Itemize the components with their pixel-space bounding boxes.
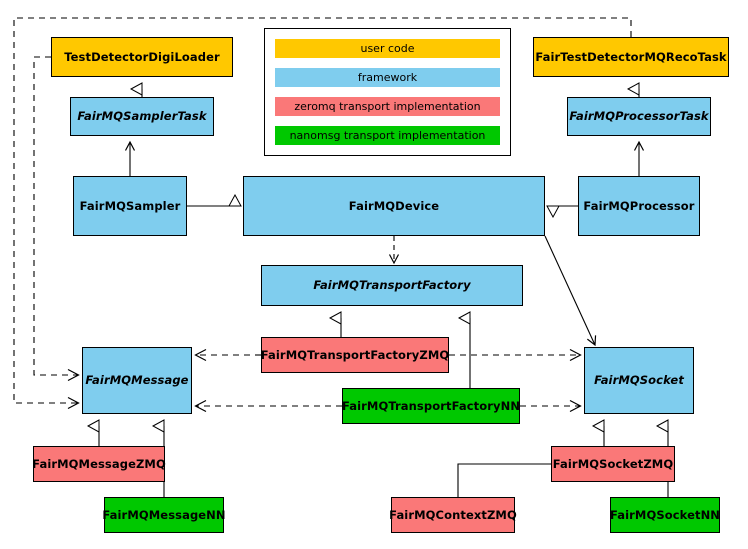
legend-item-zeromq: zeromq transport implementation (275, 97, 500, 116)
class-box-fairmqsamplertask[interactable]: FairMQSamplerTask (70, 97, 214, 136)
legend-item-nanomsg: nanomsg transport implementation (275, 126, 500, 145)
class-label-fairmqmessagenn: FairMQMessageNN (102, 507, 226, 522)
legend-label-nanomsg: nanomsg transport implementation (289, 129, 486, 142)
class-box-fairmqmessagenn[interactable]: FairMQMessageNN (102, 497, 226, 533)
class-label-fairmqsocket: FairMQSocket (594, 373, 684, 388)
class-box-fairmqdevice[interactable]: FairMQDevice (243, 176, 545, 236)
class-box-fairmqprocessortask[interactable]: FairMQProcessorTask (567, 97, 711, 136)
class-box-fairmqmessage[interactable]: FairMQMessage (82, 347, 192, 414)
class-box-fairmqtransportfactoryzmq[interactable]: FairMQTransportFactoryZMQ (261, 337, 449, 373)
legend-panel: user code framework zeromq transport imp… (264, 28, 511, 156)
class-label-fairmqmessagezmq: FairMQMessageZMQ (32, 456, 166, 471)
class-box-fairmqsocketzmq[interactable]: FairMQSocketZMQ (551, 446, 675, 482)
class-label-fairmqsampler: FairMQSampler (79, 198, 181, 213)
class-box-testdetectordigiloader[interactable]: TestDetectorDigiLoader (51, 37, 233, 77)
class-label-testdetectordigiloader: TestDetectorDigiLoader (64, 49, 220, 64)
class-box-fairtestdetectormqrecotask[interactable]: FairTestDetectorMQRecoTask (533, 37, 729, 77)
class-box-fairmqtransportfactorynn[interactable]: FairMQTransportFactoryNN (342, 388, 520, 424)
edge-device-uses-socket (544, 235, 597, 347)
class-box-fairmqcontextzmq[interactable]: FairMQContextZMQ (389, 497, 517, 533)
legend-item-user-code: user code (275, 39, 500, 58)
class-label-fairmqmessage: FairMQMessage (85, 373, 189, 388)
class-label-fairmqtransportfactoryzmq: FairMQTransportFactoryZMQ (260, 347, 450, 362)
class-label-fairmqcontextzmq: FairMQContextZMQ (389, 507, 517, 522)
legend-item-framework: framework (275, 68, 500, 87)
edge-socketzmq-composes-contextzmq (457, 464, 551, 497)
class-box-fairmqsampler[interactable]: FairMQSampler (73, 176, 187, 236)
class-box-fairmqmessagezmq[interactable]: FairMQMessageZMQ (32, 446, 166, 482)
class-label-fairmqtransportfactorynn: FairMQTransportFactoryNN (341, 398, 521, 413)
legend-label-framework: framework (357, 71, 418, 84)
class-label-fairmqsocketzmq: FairMQSocketZMQ (552, 456, 674, 471)
class-box-fairmqsocket[interactable]: FairMQSocket (584, 347, 694, 414)
class-label-fairmqprocessor: FairMQProcessor (583, 198, 695, 213)
legend-label-user-code: user code (360, 42, 415, 55)
class-label-fairmqdevice: FairMQDevice (348, 198, 440, 213)
class-box-fairmqtransportfactory[interactable]: FairMQTransportFactory (261, 265, 523, 306)
legend-label-zeromq: zeromq transport implementation (294, 100, 481, 113)
class-label-fairmqsocketnn: FairMQSocketNN (609, 507, 721, 522)
class-label-fairtestdetectormqrecotask: FairTestDetectorMQRecoTask (535, 49, 727, 64)
class-label-fairmqprocessortask: FairMQProcessorTask (569, 109, 709, 124)
class-label-fairmqtransportfactory: FairMQTransportFactory (313, 278, 471, 293)
class-label-fairmqsamplertask: FairMQSamplerTask (77, 109, 207, 124)
class-box-fairmqsocketnn[interactable]: FairMQSocketNN (610, 497, 720, 533)
class-box-fairmqprocessor[interactable]: FairMQProcessor (578, 176, 700, 236)
